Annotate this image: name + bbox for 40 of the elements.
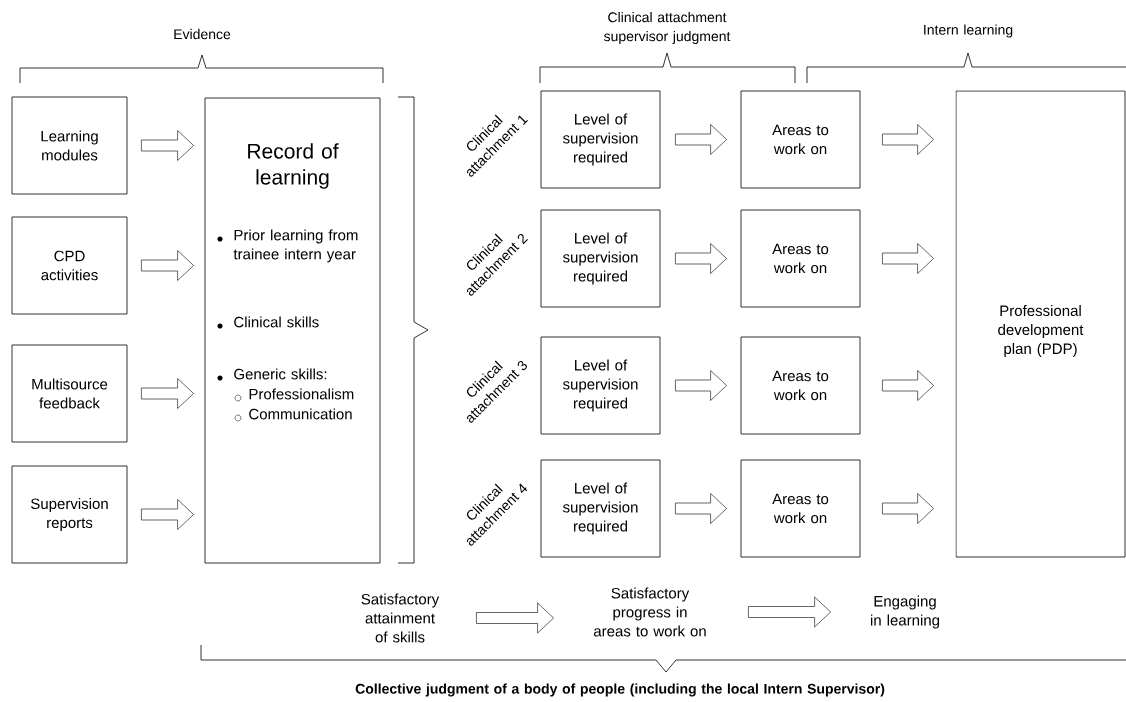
process-box: Professional development plan (PDP) [955, 90, 1126, 558]
caption-text: Collective judgment of a body of people (including the local Intern Supervisor) [355, 683, 885, 697]
bracket-label: Intern learning [924, 24, 1013, 38]
process-box: Learning modules [11, 96, 128, 195]
block-arrow [675, 124, 727, 155]
record-box: Record of learning Prior learning from trainee intern year Clinical skills Generic skills: Professionalism Communication [204, 97, 381, 564]
stage-text: Satisfactory progress in areas to work on [593, 587, 706, 637]
bracket-label: Clinical attachment supervisor judgment [604, 12, 731, 44]
process-box: Areas to work on [740, 90, 861, 189]
block-arrow [882, 124, 934, 155]
list-item: Prior learning from trainee intern year [217, 229, 358, 263]
process-box: Level of supervision required [540, 459, 661, 558]
block-arrow [141, 499, 194, 530]
block-arrow [675, 370, 727, 401]
block-arrow [882, 370, 934, 401]
stage-text: Satisfactory attainment of skills [361, 593, 440, 643]
process-box: Areas to work on [740, 336, 861, 435]
process-box: Areas to work on [740, 209, 861, 308]
process-box: CPD activities [11, 216, 128, 315]
process-box: Level of supervision required [540, 90, 661, 189]
block-arrow [882, 243, 934, 274]
block-arrow [141, 250, 194, 281]
block-arrow [141, 378, 194, 409]
block-arrow [882, 493, 934, 524]
process-box: Areas to work on [740, 459, 861, 558]
list-item: Clinical skills [217, 316, 319, 329]
process-box: Multisource feedback [11, 344, 128, 443]
list-item: Communication [234, 408, 352, 422]
block-arrow [141, 130, 194, 161]
list-item: Generic skills: [217, 368, 327, 381]
process-box: Level of supervision required [540, 209, 661, 308]
block-arrow [476, 602, 554, 634]
block-arrow [748, 596, 831, 628]
block-arrow [675, 243, 727, 274]
process-box: Supervision reports [11, 465, 128, 564]
block-arrow [675, 493, 727, 524]
stage-text: Engaging in learning [871, 595, 940, 629]
list-item: Professionalism [234, 388, 354, 402]
process-box: Level of supervision required [540, 336, 661, 435]
bracket-label: Evidence [174, 28, 231, 40]
